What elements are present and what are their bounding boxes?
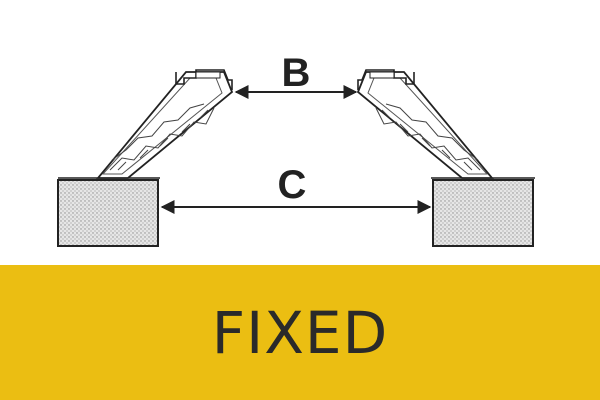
right-frame-profile bbox=[356, 69, 494, 179]
type-banner: FIXED bbox=[0, 265, 600, 400]
dimension-c-label: C bbox=[278, 163, 307, 207]
banner-title: FIXED bbox=[211, 298, 389, 367]
left-kerb bbox=[57, 177, 160, 247]
rooflight-profile-diagram: B C bbox=[57, 51, 535, 247]
dimension-b-label: B bbox=[282, 51, 311, 95]
right-kerb bbox=[431, 177, 535, 247]
left-frame-profile bbox=[96, 69, 234, 179]
